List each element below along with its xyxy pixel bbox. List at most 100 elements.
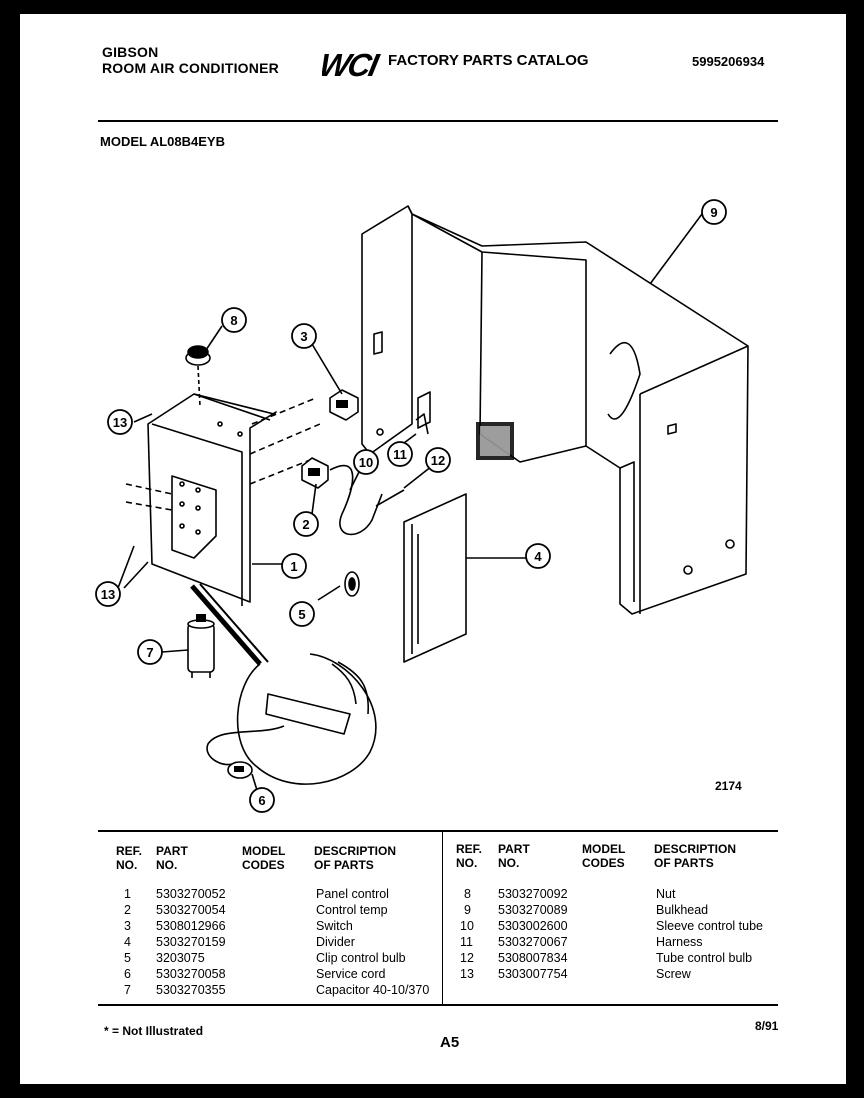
part-no: 5303270052 — [156, 887, 226, 901]
description: Bulkhead — [656, 903, 709, 917]
ref-no: 3 — [124, 919, 131, 933]
svg-text:2: 2 — [302, 517, 309, 532]
table-row: 6 5303270058 Service cord — [20, 966, 440, 982]
brand-block: GIBSON ROOM AIR CONDITIONER — [102, 44, 279, 76]
description: Service cord — [316, 967, 386, 981]
callout-8: 8 — [221, 307, 247, 333]
ref-no: 6 — [124, 967, 131, 981]
harness-part — [415, 413, 429, 435]
header-model-left: MODEL CODES — [242, 844, 286, 872]
svg-text:7: 7 — [146, 645, 153, 660]
ref-no: 1 — [124, 887, 131, 901]
header-part-right: PART NO. — [498, 842, 530, 870]
part-no: 3203075 — [156, 951, 205, 965]
header-desc-left: DESCRIPTION OF PARTS — [314, 844, 397, 872]
table-divider — [442, 830, 443, 1006]
table-row: 5 3203075 Clip control bulb — [20, 950, 440, 966]
ref-no: 11 — [460, 935, 473, 949]
part-no: 5303270058 — [156, 967, 226, 981]
ref-no: 12 — [460, 951, 474, 965]
description: Switch — [316, 919, 353, 933]
description: Sleeve control tube — [656, 919, 764, 933]
part-no: 5303270159 — [156, 935, 226, 949]
svg-text:1: 1 — [290, 559, 297, 574]
ref-no: 9 — [464, 903, 471, 917]
clip-bulb-part — [344, 571, 360, 597]
divider-part — [403, 493, 467, 663]
catalog-page: GIBSON ROOM AIR CONDITIONER WCI FACTORY … — [20, 14, 846, 1084]
callout-5: 5 — [289, 601, 315, 627]
part-no: 5303007754 — [498, 967, 568, 981]
table-row: 11 5303270067 Harness — [20, 934, 846, 950]
header-divider — [98, 120, 778, 122]
brand-name: GIBSON — [102, 44, 159, 60]
description: Harness — [656, 935, 703, 949]
parts-list-left: 1 5303270052 Panel control 2 5303270054 Cont… — [20, 886, 440, 998]
description: Clip control bulb — [316, 951, 406, 965]
ref-no: 5 — [124, 951, 131, 965]
ref-no: 4 — [124, 935, 131, 949]
description: Screw — [656, 967, 691, 981]
callout-13-bottom: 13 — [95, 581, 121, 607]
svg-text:9: 9 — [710, 205, 717, 220]
svg-text:3: 3 — [300, 329, 307, 344]
callout-3: 3 — [291, 323, 317, 349]
description: Panel control — [316, 887, 389, 901]
nut-part — [185, 345, 211, 407]
table-row: 13 5303007754 Screw — [20, 966, 846, 982]
description: Capacitor 40-10/370 — [316, 983, 430, 997]
part-no: 5303270067 — [498, 935, 568, 949]
callout-2: 2 — [293, 511, 319, 537]
catalog-date: 8/91 — [755, 1019, 779, 1033]
ref-no: 7 — [124, 983, 131, 997]
svg-text:13: 13 — [113, 415, 127, 430]
table-bottom-rule — [98, 1004, 778, 1006]
description: Nut — [656, 887, 676, 901]
ref-no: 8 — [464, 887, 471, 901]
header-ref-right: REF. NO. — [456, 842, 483, 870]
callout-7: 7 — [137, 639, 163, 665]
svg-text:13: 13 — [101, 587, 115, 602]
part-no: 5308007834 — [498, 951, 568, 965]
ref-no: 2 — [124, 903, 131, 917]
table-row: 3 5308012966 Switch — [20, 918, 440, 934]
bulkhead-part — [361, 205, 749, 615]
switch-part — [329, 389, 359, 421]
table-row: 2 5303270054 Control temp — [20, 902, 440, 918]
catalog-title: FACTORY PARTS CATALOG — [388, 52, 589, 69]
svg-text:6: 6 — [258, 793, 265, 808]
header-ref-left: REF. NO. — [116, 844, 143, 872]
page-number: A5 — [440, 1034, 460, 1051]
svg-text:5: 5 — [298, 607, 305, 622]
table-row: 7 5303270355 Capacitor 40-10/370 — [20, 982, 440, 998]
catalog-number: 5995206934 — [692, 54, 765, 69]
capacitor-part — [187, 614, 215, 678]
wci-logo: WCI — [322, 47, 383, 82]
model-label: MODEL AL08B4EYB — [100, 134, 225, 149]
header-part-left: PART NO. — [156, 844, 188, 872]
svg-text:4: 4 — [534, 549, 542, 564]
control-panel-part — [125, 393, 321, 606]
logo-text: WCI — [322, 47, 383, 82]
callout-4: 4 — [525, 543, 551, 569]
callout-9: 9 — [701, 199, 727, 225]
part-no: 5303270355 — [156, 983, 226, 997]
product-name: ROOM AIR CONDITIONER — [102, 60, 279, 76]
tube-bulb-part — [375, 489, 405, 507]
part-no: 5303270054 — [156, 903, 226, 917]
ref-no: 13 — [460, 967, 474, 981]
exploded-parts-diagram: 1 2 3 4 5 6 7 8 9 10 11 12 13 13 — [95, 199, 749, 813]
description: Control temp — [316, 903, 388, 917]
callout-10: 10 — [353, 449, 379, 475]
part-no: 5308012966 — [156, 919, 226, 933]
callout-13-top: 13 — [107, 409, 133, 435]
svg-text:12: 12 — [431, 453, 445, 468]
svg-text:8: 8 — [230, 313, 237, 328]
callout-11: 11 — [387, 441, 413, 467]
part-no: 5303002600 — [498, 919, 568, 933]
